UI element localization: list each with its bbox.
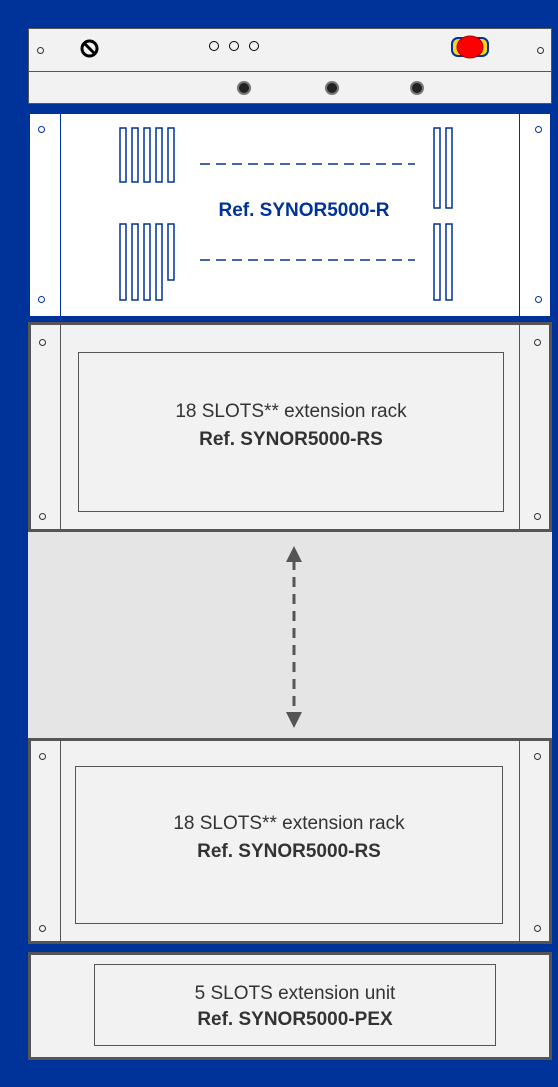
- screw-icon: [39, 513, 46, 520]
- screw-icon: [534, 753, 541, 760]
- screw-icon: [535, 296, 542, 303]
- left-rack-ear: [30, 114, 61, 316]
- right-rack-ear: [519, 114, 550, 316]
- double-arrow-icon: [286, 546, 302, 728]
- main-unit-ref-label: Ref. SYNOR5000-R: [218, 200, 390, 221]
- right-rack-ear: [519, 325, 549, 529]
- left-rack-ear: [31, 325, 61, 529]
- screw-icon: [534, 513, 541, 520]
- screw-icon: [39, 753, 46, 760]
- screw-icon: [39, 339, 46, 346]
- screw-icon: [537, 47, 544, 54]
- slot-guides: [119, 127, 453, 301]
- rack-front-panel: 18 SLOTS** extension rack Ref. SYNOR5000…: [78, 352, 504, 512]
- rack-title: 18 SLOTS** extension rack: [175, 401, 407, 422]
- extension-rack-top: 18 SLOTS** extension rack Ref. SYNOR5000…: [28, 322, 552, 532]
- knob-icon[interactable]: [410, 81, 424, 95]
- screw-icon: [534, 339, 541, 346]
- rack-title: 18 SLOTS** extension rack: [173, 813, 405, 834]
- unit-front-panel: 5 SLOTS extension unit Ref. SYNOR5000-PE…: [94, 964, 496, 1046]
- unit-ref: Ref. SYNOR5000-PEX: [197, 1009, 393, 1030]
- screw-icon: [37, 47, 44, 54]
- rack-ref: Ref. SYNOR5000-RS: [197, 841, 381, 862]
- knob-icon[interactable]: [325, 81, 339, 95]
- extension-unit: 5 SLOTS extension unit Ref. SYNOR5000-PE…: [28, 952, 552, 1060]
- emergency-stop-icon[interactable]: [451, 35, 489, 59]
- screw-icon: [534, 925, 541, 932]
- rack-front-panel: 18 SLOTS** extension rack Ref. SYNOR5000…: [75, 766, 503, 924]
- screw-icon: [39, 925, 46, 932]
- extension-rack-bottom: 18 SLOTS** extension rack Ref. SYNOR5000…: [28, 738, 552, 944]
- indicator-light-icon: [229, 41, 239, 51]
- power-switch-icon[interactable]: [80, 39, 99, 58]
- screw-icon: [38, 126, 45, 133]
- indicator-light-icon: [249, 41, 259, 51]
- indicator-light-icon: [209, 41, 219, 51]
- left-rack-ear: [31, 741, 61, 941]
- control-strip: [28, 72, 552, 104]
- screw-icon: [535, 126, 542, 133]
- knob-icon[interactable]: [237, 81, 251, 95]
- rack-gap: [28, 532, 552, 738]
- right-rack-ear: [519, 741, 549, 941]
- rack-ref: Ref. SYNOR5000-RS: [199, 429, 383, 450]
- screw-icon: [38, 296, 45, 303]
- unit-title: 5 SLOTS extension unit: [194, 983, 396, 1004]
- control-panel: [28, 28, 552, 72]
- main-unit-panel: Ref. SYNOR5000-R: [28, 112, 552, 318]
